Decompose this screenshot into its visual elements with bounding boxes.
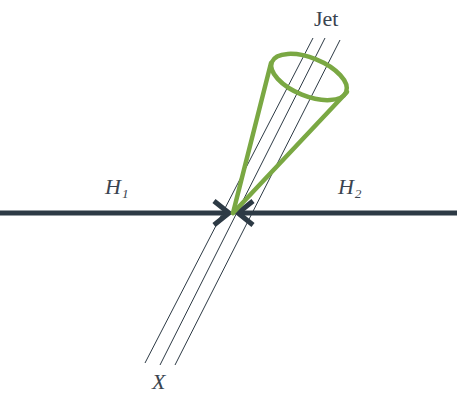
beam-line	[0, 211, 228, 216]
cone-edge	[233, 92, 347, 213]
jet-label: Jet	[314, 8, 338, 30]
jet-cone	[233, 44, 353, 213]
particle-track	[175, 40, 340, 365]
beam-label: H₁	[105, 176, 129, 198]
remnant-label: X	[152, 371, 165, 393]
cone-rim	[265, 44, 353, 109]
beam-label: H₂	[338, 176, 362, 198]
beam-line	[239, 211, 457, 216]
beam-lines	[0, 201, 457, 225]
